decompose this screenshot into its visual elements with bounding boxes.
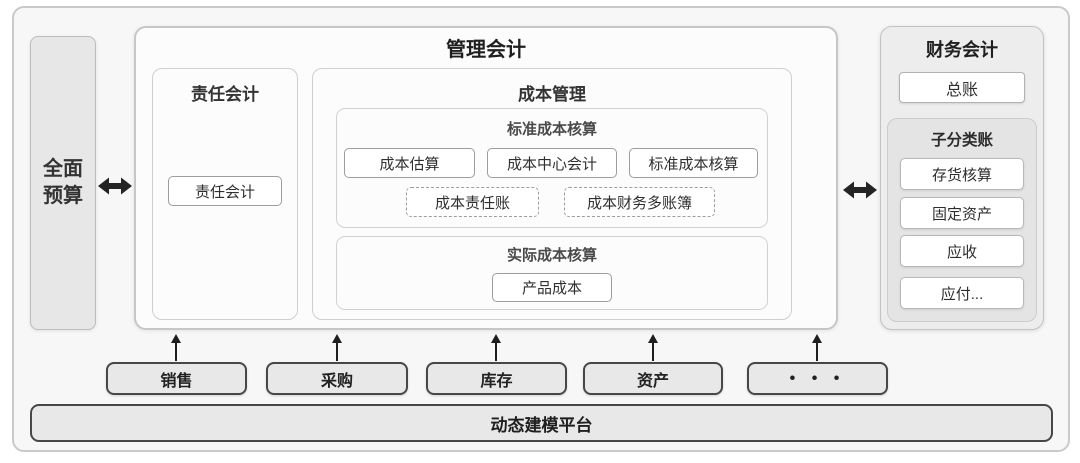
payables-label: 应付... xyxy=(940,285,984,303)
inventory-accounting-label: 存货核算 xyxy=(931,166,992,184)
cost-management-section xyxy=(312,68,792,320)
double-arrow-icon xyxy=(842,177,878,203)
cost-finance-multiledger-label: 成本财务多账簿 xyxy=(586,194,692,212)
subledger-heading: 子分类账 xyxy=(930,132,993,149)
module-inventory-label: 库存 xyxy=(480,372,513,390)
fixed-assets-item: 固定资产 xyxy=(900,197,1024,229)
module-procurement: 采购 xyxy=(266,362,408,395)
platform-bar: 动态建模平台 xyxy=(30,404,1053,442)
module-assets-label: 资产 xyxy=(636,372,669,390)
standard-cost-accounting-label: 标准成本核算 xyxy=(648,155,739,173)
up-arrow-icon xyxy=(170,334,182,361)
module-more: • • • xyxy=(747,362,888,395)
double-arrow-icon xyxy=(97,173,133,199)
payables-item: 应付... xyxy=(900,277,1024,309)
budget-box: 全面 预算 xyxy=(30,36,96,330)
cost-management-heading: 成本管理 xyxy=(518,85,586,104)
cost-responsibility-ledger-label: 成本责任账 xyxy=(434,194,510,212)
cost-center-accounting-label: 成本中心会计 xyxy=(506,155,597,173)
cost-estimation-item: 成本估算 xyxy=(344,148,475,178)
management-accounting-title: 管理会计 xyxy=(446,39,526,61)
module-assets: 资产 xyxy=(583,362,723,395)
module-procurement-label: 采购 xyxy=(320,372,353,390)
responsibility-accounting-section xyxy=(152,68,298,320)
standard-cost-heading: 标准成本核算 xyxy=(506,121,597,138)
standard-cost-accounting-item: 标准成本核算 xyxy=(629,148,758,178)
fixed-assets-label: 固定资产 xyxy=(931,205,992,223)
financial-accounting-title: 财务会计 xyxy=(926,40,998,60)
module-sales-label: 销售 xyxy=(160,372,193,390)
up-arrow-icon xyxy=(331,334,343,361)
up-arrow-icon xyxy=(647,334,659,361)
responsibility-accounting-heading: 责任会计 xyxy=(191,85,259,104)
platform-label: 动态建模平台 xyxy=(490,415,593,435)
general-ledger-item: 总账 xyxy=(899,72,1025,103)
cost-responsibility-ledger-item: 成本责任账 xyxy=(406,187,539,217)
actual-cost-section xyxy=(336,236,768,310)
cost-center-accounting-item: 成本中心会计 xyxy=(487,148,617,178)
general-ledger-label: 总账 xyxy=(945,81,978,99)
module-sales: 销售 xyxy=(106,362,247,395)
receivables-label: 应收 xyxy=(946,243,977,261)
budget-label: 全面 预算 xyxy=(43,158,83,207)
cost-estimation-label: 成本估算 xyxy=(379,155,440,173)
up-arrow-icon xyxy=(490,334,502,361)
cost-finance-multiledger-item: 成本财务多账簿 xyxy=(564,187,715,217)
module-more-label: • • • xyxy=(789,369,846,387)
responsibility-accounting-item: 责任会计 xyxy=(168,176,282,206)
inventory-accounting-item: 存货核算 xyxy=(900,158,1024,190)
responsibility-accounting-item-label: 责任会计 xyxy=(194,183,255,201)
product-cost-label: 产品成本 xyxy=(521,280,582,297)
standard-cost-section xyxy=(336,108,768,228)
actual-cost-heading: 实际成本核算 xyxy=(506,247,597,264)
product-cost-item: 产品成本 xyxy=(492,273,612,302)
receivables-item: 应收 xyxy=(900,235,1024,267)
up-arrow-icon xyxy=(811,334,823,361)
module-inventory: 库存 xyxy=(426,362,567,395)
